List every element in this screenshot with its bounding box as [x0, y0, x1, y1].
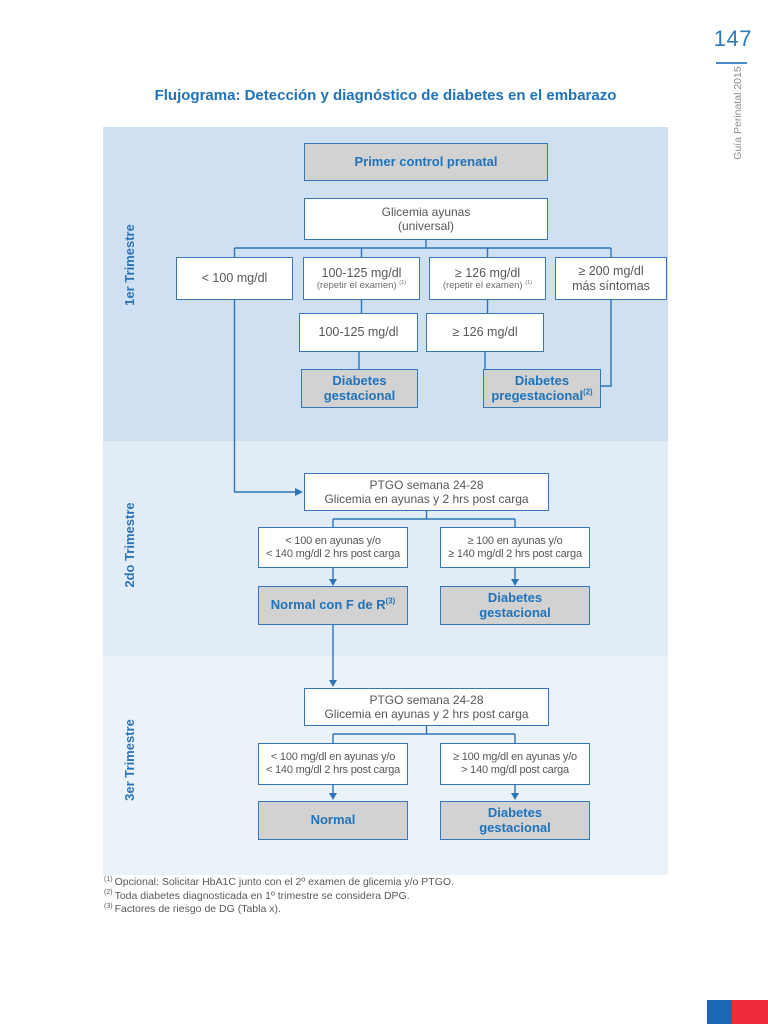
node-normal-con-f-de-r: Normal con F de R(3)	[258, 586, 408, 625]
node-primer-control-prenatal: Primer control prenatal	[304, 143, 548, 181]
node-ptgo-t2: PTGO semana 24-28 Glicemia en ayunas y 2…	[304, 473, 549, 511]
node-ge-126-repetir: ≥ 126 mg/dl (repetir el examen) (1)	[429, 257, 546, 300]
node-t2-normal-criterio: < 100 en ayunas y/o < 140 mg/dl 2 hrs po…	[258, 527, 408, 568]
footnote-3: (3)Factores de riesgo de DG (Tabla x).	[104, 902, 281, 916]
flow-connectors	[233, 240, 612, 800]
node-diabetes-gestacional-t2: Diabetes gestacional	[440, 586, 590, 625]
node-normal-t3: Normal	[258, 801, 408, 840]
node-ge-200-mas-sintomas: ≥ 200 mg/dl más síntomas	[555, 257, 667, 300]
node-100-125-repetir: 100-125 mg/dl (repetir el examen) (1)	[303, 257, 420, 300]
node-t3-normal-criterio: < 100 mg/dl en ayunas y/o < 140 mg/dl 2 …	[258, 743, 408, 785]
footer-logo-blue-block	[707, 1000, 732, 1024]
flowchart: 1er Trimestre 2do Trimestre 3er Trimestr…	[103, 127, 668, 875]
node-ptgo-t3: PTGO semana 24-28 Glicemia en ayunas y 2…	[304, 688, 549, 726]
footnotes: (1)Opcional: Solicitar HbA1C junto con e…	[104, 876, 454, 917]
node-t3-diabetes-criterio: ≥ 100 mg/dl en ayunas y/o > 140 mg/dl po…	[440, 743, 590, 785]
page-number-underline	[716, 62, 747, 64]
page-number: 147	[713, 26, 752, 51]
node-t2-diabetes-criterio: ≥ 100 en ayunas y/o ≥ 140 mg/dl 2 hrs po…	[440, 527, 590, 568]
node-lt-100: < 100 mg/dl	[176, 257, 293, 300]
node-diabetes-pregestacional: Diabetes pregestacional(2)	[483, 369, 601, 408]
node-diabetes-gestacional-t3: Diabetes gestacional	[440, 801, 590, 840]
node-100-125-confirmado: 100-125 mg/dl	[299, 313, 418, 352]
footnote-2: (2)Toda diabetes diagnosticada en 1º tri…	[104, 889, 410, 902]
page-title: Flujograma: Detección y diagnóstico de d…	[154, 87, 617, 104]
node-glicemia-ayunas: Glicemia ayunas (universal)	[304, 198, 548, 240]
node-ge-126-confirmado: ≥ 126 mg/dl	[426, 313, 544, 352]
side-label: Guía Perinatal 2015	[732, 66, 744, 160]
footer-logo-red-block	[732, 1000, 768, 1024]
node-diabetes-gestacional-t1: Diabetes gestacional	[301, 369, 418, 408]
footnote-1: (1)Opcional: Solicitar HbA1C junto con e…	[104, 875, 454, 889]
